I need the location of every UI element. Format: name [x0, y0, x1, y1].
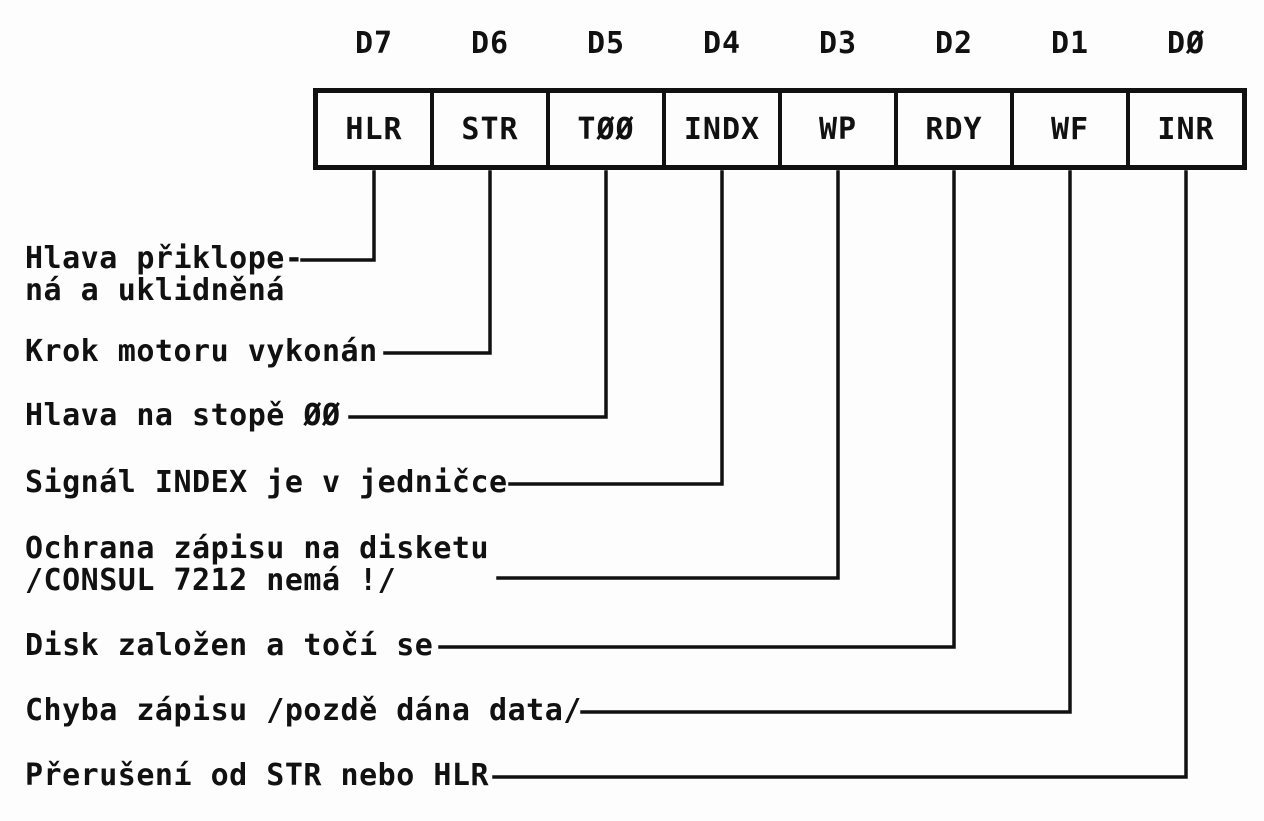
- bit-description-line: Hlava na stopě ØØ: [25, 398, 341, 433]
- bit-cell-wf: WF: [1010, 93, 1126, 165]
- connector-d7: [300, 170, 376, 262]
- bit-description-line: Ochrana zápisu na disketu: [25, 531, 490, 566]
- bit-description-line: Přerušení od STR nebo HLR: [25, 758, 490, 793]
- bit-index-label-d6: D6: [470, 26, 510, 61]
- bit-index-label-d7: D7: [354, 26, 394, 61]
- bit-description-line: ná a uklidněná: [25, 273, 285, 308]
- bit-index-label-d1: D1: [1050, 26, 1090, 61]
- bit-description-d2: Disk založen a točí se: [25, 630, 433, 662]
- bit-description-line: Hlava přiklope-: [25, 241, 304, 276]
- connector-d2: [438, 170, 956, 649]
- bit-index-label-d0: DØ: [1166, 26, 1206, 61]
- bit-description-line: Disk založen a točí se: [25, 628, 434, 663]
- bit-index-label-d4: D4: [702, 26, 742, 61]
- bit-description-line: Chyba zápisu /pozdě dána data/: [25, 693, 582, 728]
- connector-d3: [496, 170, 840, 580]
- bit-cell-str: STR: [430, 93, 546, 165]
- bit-index-label-d3: D3: [818, 26, 858, 61]
- bit-description-d0: Přerušení od STR nebo HLR: [25, 760, 489, 792]
- bit-cell-hlr: HLR: [345, 111, 403, 147]
- bit-description-line: Signál INDEX je v jedničce: [25, 465, 508, 500]
- bit-cell-indx: INDX: [662, 93, 778, 165]
- bit-cell-rdy: RDY: [894, 93, 1010, 165]
- bit-description-d3: Ochrana zápisu na disketu /CONSUL 7212 n…: [25, 533, 489, 597]
- connector-d1: [580, 170, 1072, 714]
- bit-description-d7: Hlava přiklope- ná a uklidněná: [25, 243, 303, 307]
- bit-description-d1: Chyba zápisu /pozdě dána data/: [25, 695, 582, 727]
- connector-d6: [383, 170, 492, 355]
- bit-description-d5: Hlava na stopě ØØ: [25, 400, 341, 432]
- bit-index-label-d5: D5: [586, 26, 626, 61]
- connector-d5: [348, 170, 608, 419]
- bit-description-d6: Krok motoru vykonán: [25, 336, 378, 368]
- bit-cell-t00: TØØ: [546, 93, 662, 165]
- connector-d4: [508, 170, 724, 486]
- bit-index-label-d2: D2: [934, 26, 974, 61]
- bit-cell-inr: INR: [1126, 93, 1242, 165]
- connector-d0: [492, 170, 1188, 779]
- bit-description-d4: Signál INDEX je v jedničce: [25, 467, 508, 499]
- bit-description-line: /CONSUL 7212 nemá !/: [25, 563, 397, 598]
- bit-description-line: Krok motoru vykonán: [25, 334, 378, 369]
- status-register-box: HLR STR TØØ INDX WP RDY WF INR: [313, 88, 1247, 170]
- bit-cell-wp: WP: [778, 93, 894, 165]
